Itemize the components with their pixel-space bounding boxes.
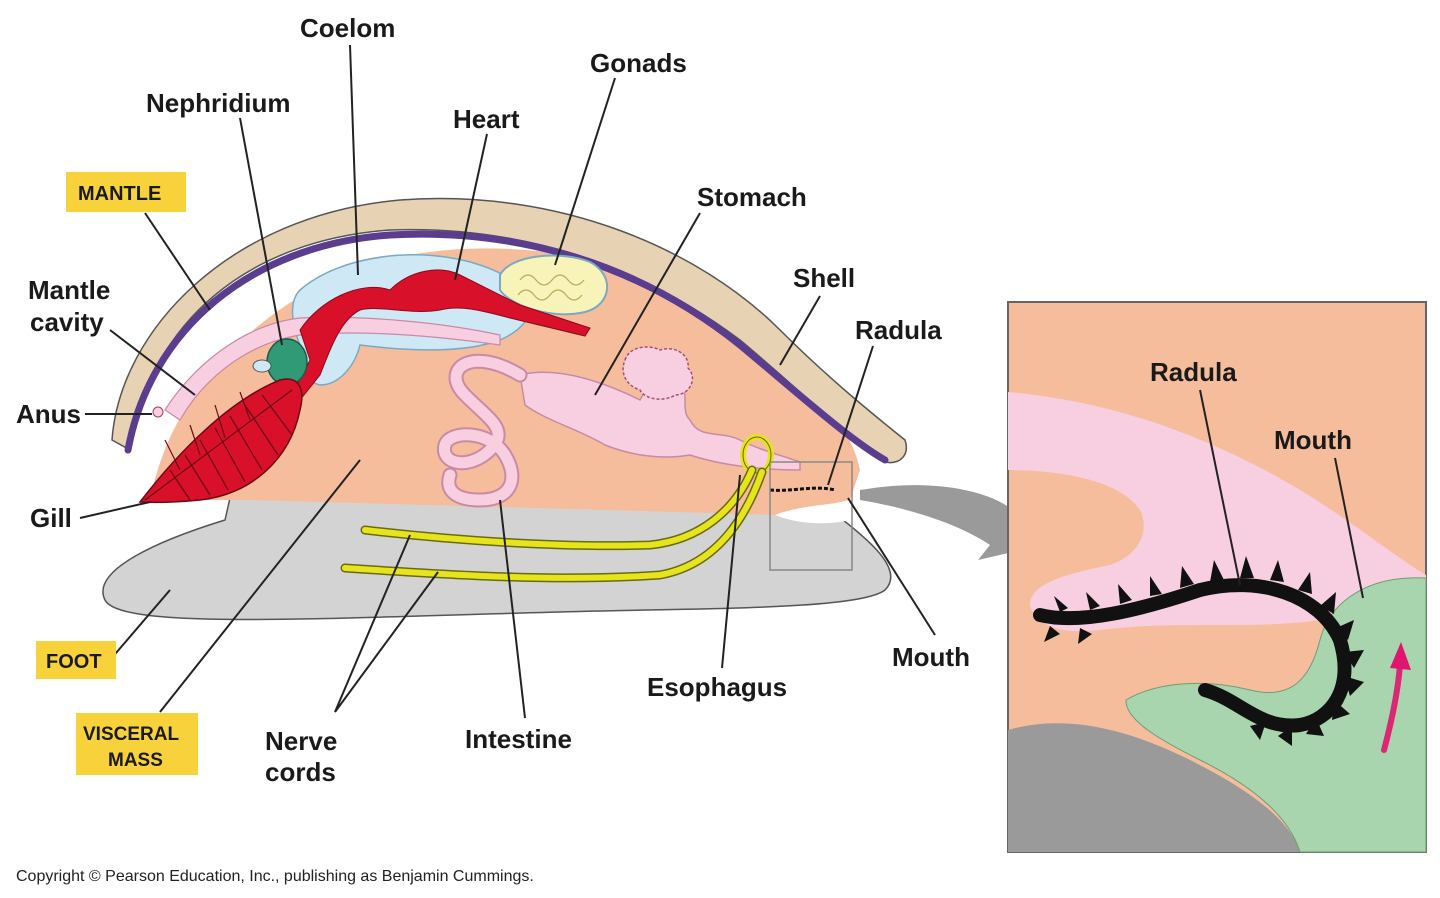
stomach-label: Stomach	[697, 182, 807, 212]
gill-shape	[138, 378, 303, 504]
zoom-arrow	[860, 485, 1030, 560]
shell-label: Shell	[793, 263, 855, 293]
copyright-notice: Copyright © Pearson Education, Inc., pub…	[16, 868, 534, 885]
coelom-label: Coelom	[300, 13, 395, 43]
intestine-inner	[439, 355, 526, 506]
nephridium-shape	[266, 338, 308, 386]
esophagus-label: Esophagus	[647, 672, 787, 702]
foot-label-box	[36, 641, 116, 679]
nephridium-duct	[252, 359, 272, 373]
radula-label: Radula	[855, 315, 942, 345]
digestive-gland	[622, 346, 694, 400]
mantle-cavity-shape	[164, 316, 501, 421]
inset-motion-arrow	[1381, 642, 1411, 753]
foot-label: Foot	[46, 651, 102, 673]
anus-label: Anus	[16, 399, 81, 429]
inset-green-tissue	[1125, 577, 1427, 853]
mouth-label: Mouth	[892, 642, 970, 672]
nerve-cords-label-line1: Nerve	[265, 726, 337, 756]
mantle-label-box	[66, 172, 186, 212]
intestine-label: Intestine	[465, 724, 572, 754]
inset-radula-ribbon	[1033, 578, 1352, 733]
nephridium-label: Nephridium	[146, 88, 290, 118]
leader-lines	[79, 44, 1364, 719]
foot-shape	[102, 494, 892, 621]
visceral-mass-label-box	[76, 713, 198, 775]
visceral-mass-label-line1: Visceral	[83, 724, 179, 745]
heart-shape	[291, 269, 591, 401]
inset-mouth-label: Mouth	[1274, 425, 1352, 455]
mantle-cavity-label-line2: cavity	[30, 307, 104, 337]
gill-lamellae	[144, 389, 293, 501]
gonads-lobes	[517, 274, 585, 301]
inset-pink-tissue	[1008, 392, 1426, 640]
mantle-label: Mantle	[78, 183, 161, 205]
inset-radula-teeth	[1044, 556, 1364, 746]
heart-label: Heart	[453, 104, 520, 134]
radula-small	[769, 486, 836, 492]
inset-locator-box	[769, 461, 853, 571]
nerve-cords-label-line2: cords	[265, 757, 336, 787]
visceral-mass-label-line2: mass	[108, 750, 163, 771]
mollusc-body	[102, 197, 907, 621]
gill-label: Gill	[30, 503, 72, 533]
mouth-opening	[775, 500, 850, 524]
radula-inset	[1007, 301, 1427, 853]
mantle-cavity-label-line1: Mantle	[28, 275, 110, 305]
mantle-line	[124, 230, 889, 464]
inset-grey-foot	[1008, 723, 1300, 852]
inset-radula-label: Radula	[1150, 357, 1237, 387]
gonads-label: Gonads	[590, 48, 687, 78]
anus-shape	[152, 406, 164, 418]
nerve-cords-shape	[340, 465, 767, 583]
shell-shape	[111, 197, 907, 464]
